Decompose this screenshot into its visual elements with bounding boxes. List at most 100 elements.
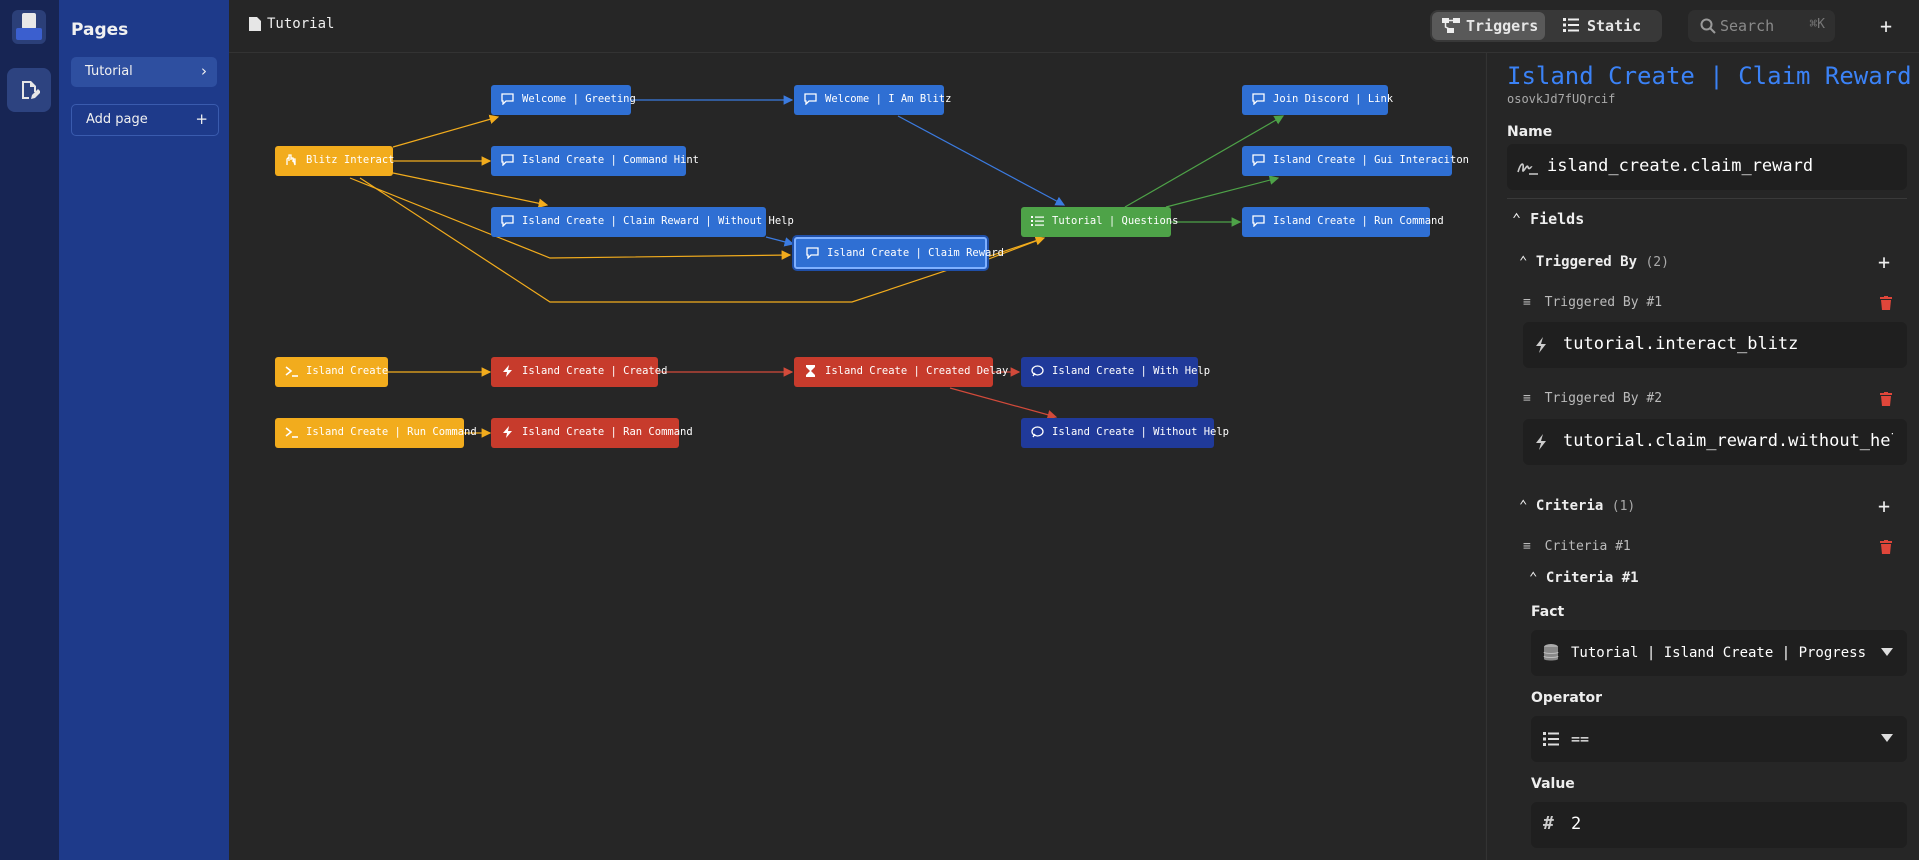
graph-node[interactable]: Welcome | I Am Blitz bbox=[794, 85, 951, 115]
message-icon bbox=[501, 215, 514, 227]
fact-label: Fact bbox=[1531, 604, 1565, 620]
divider bbox=[1507, 198, 1907, 199]
graph-node-label: Blitz Interact bbox=[306, 154, 395, 166]
chevron-down-icon bbox=[1881, 734, 1893, 742]
bolt-icon bbox=[503, 365, 512, 377]
fields-section-toggle[interactable]: ⌃ Fields bbox=[1512, 210, 1584, 228]
static-tab-label: Static bbox=[1587, 17, 1642, 35]
edge bbox=[765, 236, 795, 247]
criteria-group-label: Criteria #1 bbox=[1545, 570, 1639, 586]
graph-node[interactable]: Island Create | Run Command bbox=[1242, 207, 1444, 237]
trash-icon[interactable] bbox=[1880, 540, 1892, 554]
operator-select[interactable]: == bbox=[1531, 716, 1907, 762]
criteria-item-label: Criteria #1 bbox=[1544, 539, 1631, 554]
add-trigger-button[interactable]: + bbox=[1878, 250, 1891, 274]
edge bbox=[392, 172, 549, 208]
pages-sidebar: Pages Tutorial › Add page + bbox=[59, 0, 229, 860]
message-icon bbox=[1252, 154, 1265, 166]
name-value: island_create.claim_reward bbox=[1547, 156, 1814, 176]
graph-node[interactable]: Island Create | Run Command bbox=[275, 418, 477, 448]
fact-select[interactable]: Tutorial | Island Create | Progress bbox=[1531, 630, 1907, 676]
static-tab-button[interactable]: Static bbox=[1553, 12, 1657, 40]
edge bbox=[985, 237, 1045, 261]
add-page-button[interactable]: Add page + bbox=[71, 104, 219, 136]
graph-node-selected[interactable]: Island Create | Claim Reward bbox=[794, 237, 1004, 269]
fields-label: Fields bbox=[1530, 210, 1585, 228]
graph-node[interactable]: Island Create | Gui Interaciton bbox=[1242, 146, 1469, 176]
database-icon bbox=[1543, 644, 1559, 661]
entry-id: osovkJd7fUQrcif bbox=[1507, 92, 1616, 106]
list-icon bbox=[1543, 732, 1559, 746]
edge bbox=[392, 114, 500, 148]
operator-value: == bbox=[1571, 730, 1590, 748]
graph-node[interactable]: Island Create | Command Hint bbox=[491, 146, 699, 176]
triggered-by-item-label: Triggered By #1 bbox=[1544, 295, 1663, 310]
graph-node[interactable]: Island Create bbox=[275, 357, 388, 387]
triggers-tab-label: Triggers bbox=[1466, 17, 1539, 35]
pages-nav-button[interactable] bbox=[7, 68, 51, 112]
value-input[interactable]: # 2 bbox=[1531, 802, 1907, 848]
trash-icon[interactable] bbox=[1880, 296, 1892, 310]
drag-handle-icon[interactable]: ≡ bbox=[1523, 295, 1531, 310]
drag-handle-icon[interactable]: ≡ bbox=[1523, 391, 1531, 406]
entry-title: Island Create | Claim Reward bbox=[1507, 62, 1912, 90]
graph-node[interactable]: Island Create | Created Delay bbox=[794, 357, 1008, 387]
chat-bubble-icon bbox=[1031, 365, 1044, 377]
trigger-1-field[interactable]: tutorial.interact_blitz bbox=[1523, 322, 1907, 368]
app-logo[interactable] bbox=[12, 10, 46, 44]
search-icon bbox=[1700, 18, 1716, 34]
edge bbox=[359, 177, 1046, 303]
app-rail bbox=[0, 0, 59, 860]
criteria-group-toggle[interactable]: ⌃ Criteria #1 bbox=[1529, 570, 1639, 586]
trigger-2-field[interactable]: tutorial.claim_reward.without_help bbox=[1523, 419, 1907, 465]
search-placeholder: Search bbox=[1720, 17, 1775, 35]
graph-node[interactable]: Island Create | Ran Command bbox=[491, 418, 693, 448]
fact-value: Tutorial | Island Create | Progress bbox=[1571, 645, 1867, 661]
signature-icon bbox=[1517, 163, 1538, 175]
search-input[interactable]: Search ⌘K bbox=[1688, 10, 1835, 42]
graph-node-label: Island Create | Claim Reward | Without H… bbox=[522, 215, 794, 227]
criteria-count: (1) bbox=[1611, 499, 1636, 514]
trigger-1-value: tutorial.interact_blitz bbox=[1563, 334, 1799, 354]
graph-node-label: Island Create | Gui Interaciton bbox=[1273, 154, 1469, 166]
graph-node[interactable]: Tutorial | Questions bbox=[1021, 207, 1178, 237]
add-criteria-button[interactable]: + bbox=[1878, 494, 1891, 518]
sidebar-item-tutorial[interactable]: Tutorial › bbox=[71, 57, 217, 87]
sidebar-title: Pages bbox=[71, 20, 129, 40]
graph-node[interactable]: Island Create | Claim Reward | Without H… bbox=[491, 207, 794, 237]
chevron-up-icon: ⌃ bbox=[1512, 210, 1522, 228]
triggered-by-toggle[interactable]: ⌃ Triggered By (2) bbox=[1519, 254, 1669, 270]
name-field[interactable]: island_create.claim_reward bbox=[1507, 144, 1907, 190]
graph-node-label: Island Create bbox=[306, 365, 389, 377]
graph-node[interactable]: Island Create | With Help bbox=[1021, 357, 1210, 387]
graph-node[interactable]: Join Discord | Link bbox=[1242, 85, 1393, 115]
graph-node[interactable]: Blitz Interact bbox=[275, 146, 395, 176]
graph-node-label: Welcome | Greeting bbox=[522, 93, 636, 105]
add-entry-button[interactable]: + bbox=[1880, 14, 1893, 38]
chevron-up-icon: ⌃ bbox=[1519, 254, 1528, 270]
message-icon bbox=[501, 154, 514, 166]
message-icon bbox=[804, 93, 817, 105]
message-icon bbox=[806, 247, 819, 259]
graph-node[interactable]: Island Create | Created bbox=[491, 357, 667, 387]
drag-handle-icon[interactable]: ≡ bbox=[1523, 539, 1531, 554]
edge bbox=[949, 387, 1058, 420]
triggered-by-label: Triggered By bbox=[1535, 254, 1638, 270]
criteria-toggle[interactable]: ⌃ Criteria (1) bbox=[1519, 498, 1635, 514]
graph-node-label: Island Create | With Help bbox=[1052, 365, 1211, 377]
graph-node-label: Island Create | Command Hint bbox=[522, 154, 700, 166]
triggers-tab-button[interactable]: Triggers bbox=[1432, 12, 1545, 40]
document-title: Tutorial bbox=[267, 16, 335, 32]
name-label: Name bbox=[1507, 124, 1553, 140]
list-icon bbox=[1031, 216, 1044, 226]
trash-icon[interactable] bbox=[1880, 392, 1892, 406]
sidebar-item-label: Tutorial bbox=[85, 64, 133, 79]
edge bbox=[349, 177, 792, 260]
graph-node[interactable]: Welcome | Greeting bbox=[491, 85, 636, 115]
message-icon bbox=[501, 93, 514, 105]
graph-node[interactable]: Island Create | Without Help bbox=[1021, 418, 1229, 448]
hourglass-icon bbox=[806, 365, 815, 377]
chevron-down-icon bbox=[1881, 648, 1893, 656]
value-value: 2 bbox=[1571, 814, 1582, 834]
graph-node-label: Island Create | Run Command bbox=[306, 426, 477, 438]
